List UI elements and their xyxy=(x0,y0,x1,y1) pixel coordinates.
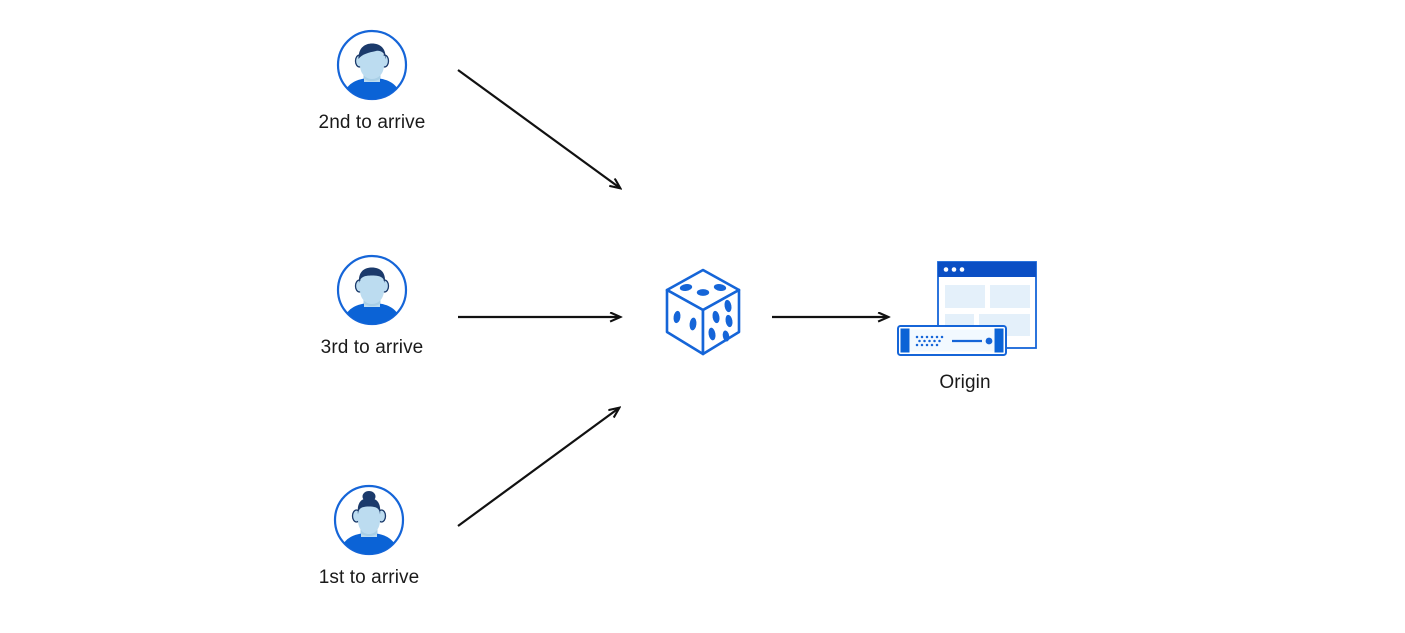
dice-icon xyxy=(658,268,748,368)
arrow-2nd-to-dice xyxy=(457,69,620,188)
user-avatar-icon xyxy=(332,483,406,557)
node-label-client-2nd: 2nd to arrive xyxy=(318,112,426,133)
node-origin: Origin xyxy=(880,256,1050,395)
arrow-1st-to-dice xyxy=(457,408,619,527)
node-label-origin: Origin xyxy=(939,372,991,393)
node-randomizer xyxy=(658,264,748,364)
node-label-client-3rd: 3rd to arrive xyxy=(320,337,424,358)
node-client-3rd: 3rd to arrive xyxy=(297,253,447,360)
user-avatar-icon xyxy=(335,28,409,102)
origin-server-icon xyxy=(890,256,1040,366)
user-avatar-icon xyxy=(335,253,409,327)
node-label-client-1st: 1st to arrive xyxy=(318,567,420,588)
node-client-2nd: 2nd to arrive xyxy=(297,28,447,135)
node-client-1st: 1st to arrive xyxy=(294,483,444,590)
server-appliance-icon xyxy=(897,325,1007,356)
